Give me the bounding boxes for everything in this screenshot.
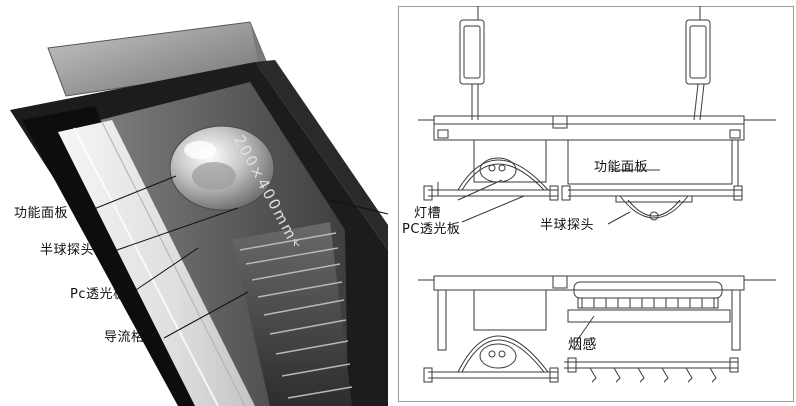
callout-pc-panel: Pc透光板 [70,287,127,302]
callout-dome-probe: 半球探头 [40,243,95,258]
callout-guide-grille: 导流格栅 [104,330,159,345]
grille-mark: K [293,238,300,249]
label-lamp-slot: 灯槽 [414,206,442,221]
section-drawings [418,6,776,383]
dome-probe [169,125,275,211]
label-function-panel: 功能面板 [594,160,649,175]
section-drawing-panel: 功能面板 灯槽 PC透光板 半球探头 烟感 [398,0,796,406]
label-smoke: 烟感 [568,337,597,353]
guide-grille [232,222,353,406]
label-dome-probe: 半球探头 [540,218,595,233]
leader-lines [83,175,388,339]
callout-function-panel: 功能面板 [14,206,69,221]
label-pc-panel: PC透光板 [402,222,461,237]
product-render-panel: 功能面板 半球探头 Pc透光板 导流格栅 200×400mm K [0,0,388,406]
product-render [10,21,388,406]
drawing-frame [398,6,794,402]
